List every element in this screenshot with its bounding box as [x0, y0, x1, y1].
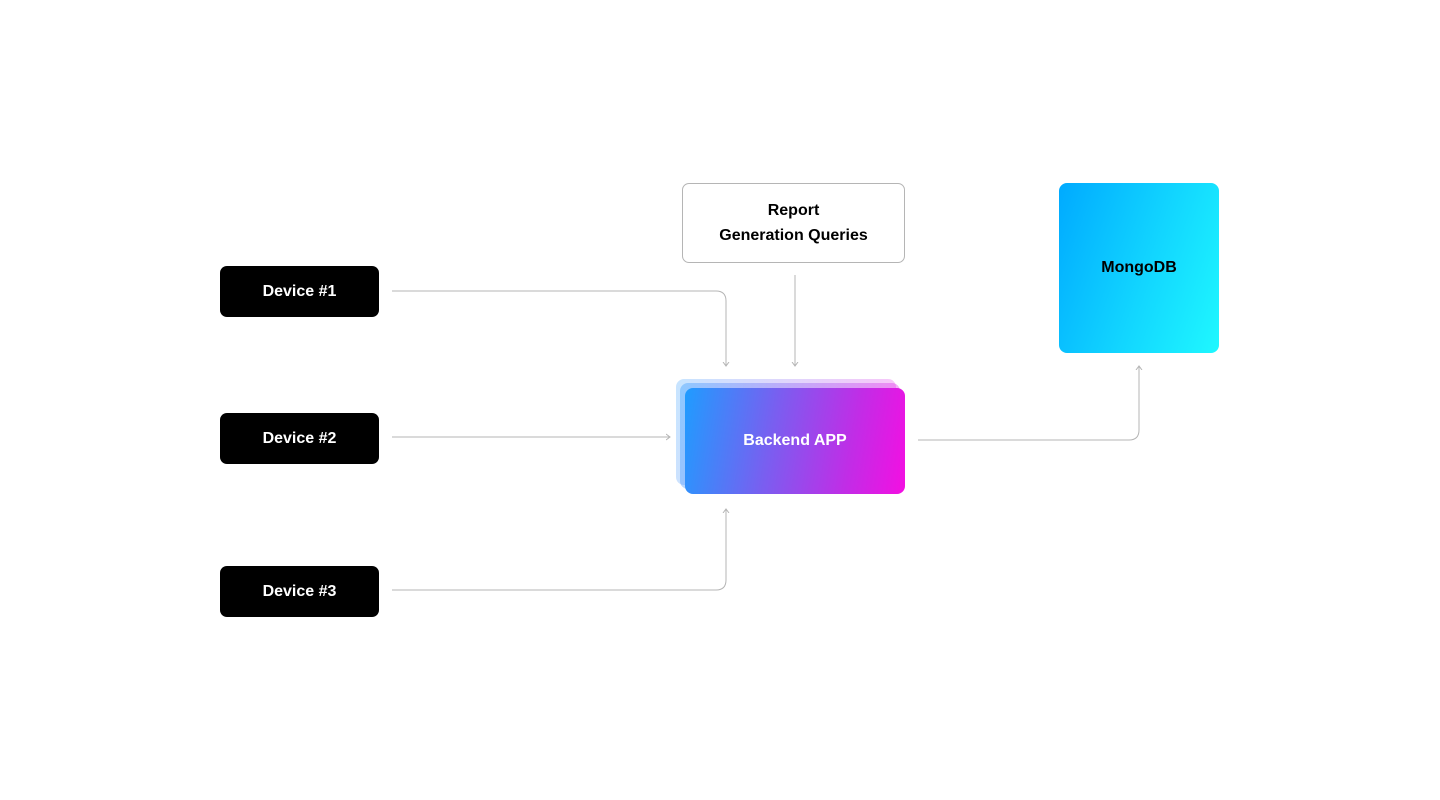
report-label-line-2: Generation Queries: [719, 227, 868, 244]
connector-device-3-to-backend: [392, 509, 726, 591]
mongodb-label: MongoDB: [1101, 259, 1177, 276]
backend-app-stack: Backend APP: [676, 379, 905, 494]
device-3-label: Device #3: [262, 582, 337, 600]
device-1-node: Device #1: [220, 266, 379, 317]
mongodb-node: MongoDB: [1059, 183, 1219, 353]
report-label-line-1: Report: [767, 202, 820, 219]
device-3-node: Device #3: [220, 566, 379, 617]
device-2-label: Device #2: [262, 429, 337, 447]
device-2-node: Device #2: [220, 413, 379, 464]
connector-device-1-to-backend: [392, 290, 726, 366]
device-1-label: Device #1: [262, 282, 337, 300]
backend-app-node: Backend APP: [685, 388, 905, 494]
backend-app-label: Backend APP: [743, 432, 847, 449]
report-generation-queries-node: Report Generation Queries: [682, 183, 905, 263]
connector-backend-to-mongodb: [918, 366, 1139, 441]
